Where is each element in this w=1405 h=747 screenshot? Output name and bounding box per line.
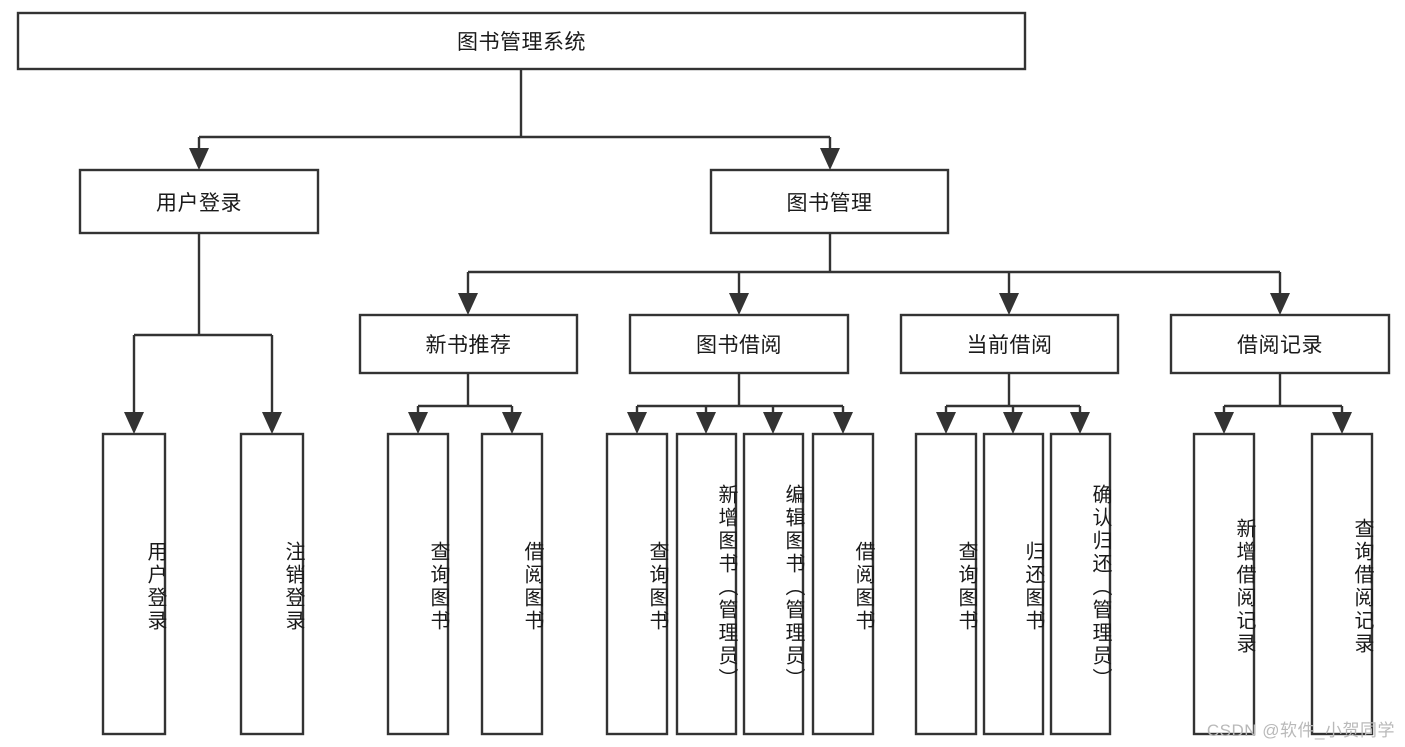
arrow-leaf-borrow-book-b bbox=[833, 412, 853, 434]
arrow-leaf-add-record bbox=[1214, 412, 1234, 434]
node-box-user-login[interactable] bbox=[78, 168, 320, 235]
node-box-root[interactable] bbox=[16, 11, 1027, 71]
node-box-leaf-query-book-a[interactable] bbox=[386, 432, 450, 736]
node-box-leaf-edit-book[interactable] bbox=[742, 432, 805, 736]
connector-group bbox=[124, 69, 1352, 434]
arrow-leaf-query-book-c bbox=[936, 412, 956, 434]
arrow-current-borrow bbox=[999, 293, 1019, 315]
node-box-leaf-confirm-return[interactable] bbox=[1049, 432, 1112, 736]
arrow-new-book-rec bbox=[458, 293, 478, 315]
arrow-leaf-confirm-return bbox=[1070, 412, 1090, 434]
node-box-leaf-logout[interactable] bbox=[239, 432, 305, 736]
arrow-book-borrow bbox=[729, 293, 749, 315]
node-box-leaf-query-book-c[interactable] bbox=[914, 432, 978, 736]
node-box-current-borrow[interactable] bbox=[899, 313, 1120, 375]
node-box-leaf-borrow-book-a[interactable] bbox=[480, 432, 544, 736]
arrow-user-login bbox=[189, 148, 209, 170]
node-box-new-book-rec[interactable] bbox=[358, 313, 579, 375]
arrow-leaf-logout bbox=[262, 412, 282, 434]
node-box-borrow-record[interactable] bbox=[1169, 313, 1391, 375]
node-box-leaf-query-book-b[interactable] bbox=[605, 432, 669, 736]
arrow-leaf-add-book bbox=[696, 412, 716, 434]
arrow-leaf-query-book-b bbox=[627, 412, 647, 434]
arrow-leaf-query-book-a bbox=[408, 412, 428, 434]
node-box-leaf-query-record[interactable] bbox=[1310, 432, 1374, 736]
arrow-leaf-query-record bbox=[1332, 412, 1352, 434]
arrow-borrow-record bbox=[1270, 293, 1290, 315]
node-box-book-manage[interactable] bbox=[709, 168, 950, 235]
arrow-leaf-edit-book bbox=[763, 412, 783, 434]
node-box-leaf-add-record[interactable] bbox=[1192, 432, 1256, 736]
node-box-leaf-return-book[interactable] bbox=[982, 432, 1045, 736]
arrow-book-manage bbox=[820, 148, 840, 170]
arrow-leaf-user-login bbox=[124, 412, 144, 434]
node-box-leaf-borrow-book-b[interactable] bbox=[811, 432, 875, 736]
node-box-book-borrow[interactable] bbox=[628, 313, 850, 375]
arrow-leaf-return-book bbox=[1003, 412, 1023, 434]
node-box-group bbox=[16, 11, 1391, 736]
arrow-leaf-borrow-book-a bbox=[502, 412, 522, 434]
node-box-leaf-user-login[interactable] bbox=[101, 432, 167, 736]
node-box-leaf-add-book[interactable] bbox=[675, 432, 738, 736]
